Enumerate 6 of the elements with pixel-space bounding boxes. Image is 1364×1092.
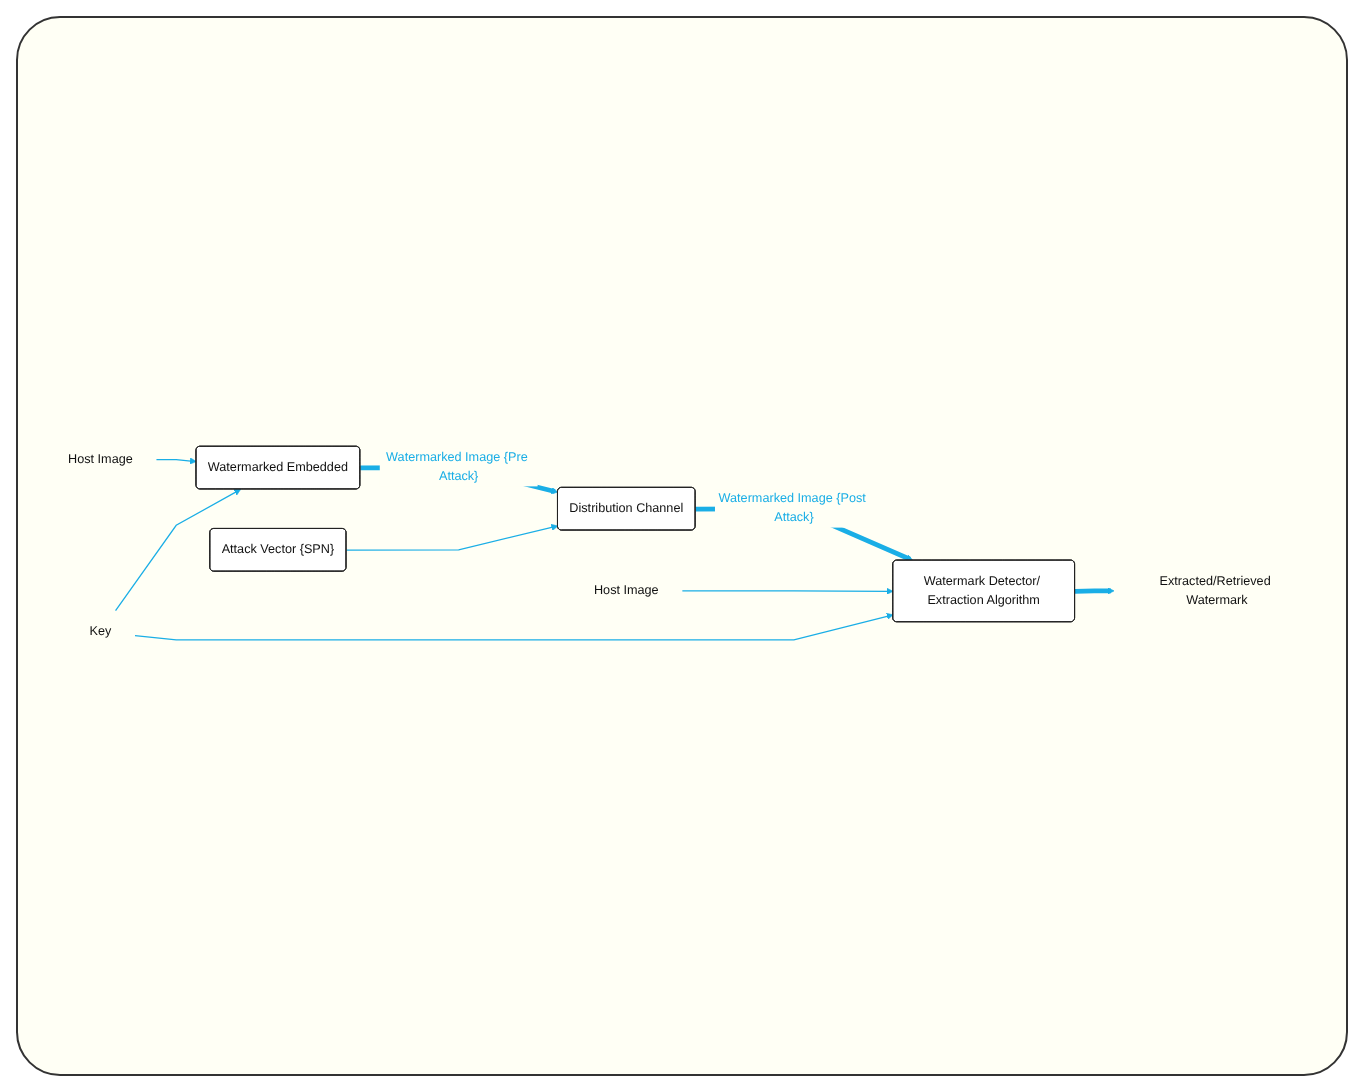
arrow — [155, 457, 197, 465]
arrow — [134, 613, 894, 641]
arrow — [1074, 587, 1115, 595]
arrow — [114, 489, 241, 612]
arrow — [681, 587, 894, 595]
arrow — [345, 524, 559, 551]
